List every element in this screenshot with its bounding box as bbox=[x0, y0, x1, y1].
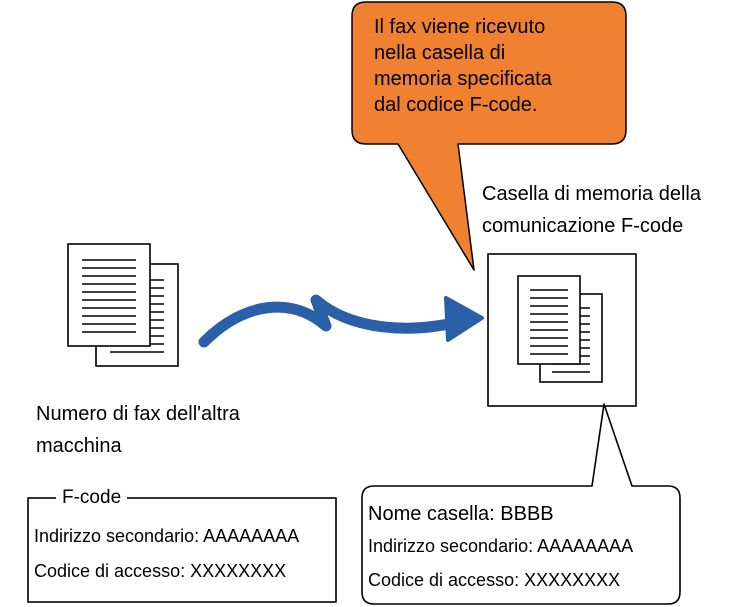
sender-label-line: macchina bbox=[36, 435, 122, 457]
callout-line: Il fax viene ricevuto bbox=[374, 16, 546, 38]
memory-box-title-line: comunicazione F-code bbox=[482, 215, 684, 237]
box-info-bubble bbox=[361, 403, 681, 605]
callout-bubble bbox=[351, 1, 627, 271]
sender-label-line: Numero di fax dell'altra bbox=[36, 403, 240, 425]
transmission-arrow-icon bbox=[198, 294, 484, 348]
memory-box-title: Casella di memoria della comunicazione F… bbox=[482, 178, 701, 242]
document-stack-icon bbox=[517, 275, 603, 383]
document-stack-icon bbox=[67, 243, 179, 367]
sender-label: Numero di fax dell'altra macchina bbox=[36, 398, 240, 462]
memory-box-title-line: Casella di memoria della bbox=[482, 183, 701, 205]
callout-text: Il fax viene ricevuto nella casella di m… bbox=[374, 14, 552, 118]
box-access-code: Codice di accesso: XXXXXXXX bbox=[368, 570, 621, 590]
callout-line: dal codice F-code. bbox=[374, 94, 538, 116]
box-sub-address: Indirizzo secondario: AAAAAAAA bbox=[368, 536, 634, 556]
callout-line: memoria specificata bbox=[374, 68, 552, 90]
box-name: Nome casella: BBBB bbox=[368, 503, 554, 525]
fcode-access-code: Codice di accesso: XXXXXXXX bbox=[34, 561, 287, 581]
fcode-legend: F-code bbox=[56, 488, 128, 508]
fcode-box bbox=[27, 497, 337, 603]
fcode-sub-address: Indirizzo secondario: AAAAAAAA bbox=[34, 526, 300, 546]
callout-line: nella casella di bbox=[374, 42, 506, 64]
